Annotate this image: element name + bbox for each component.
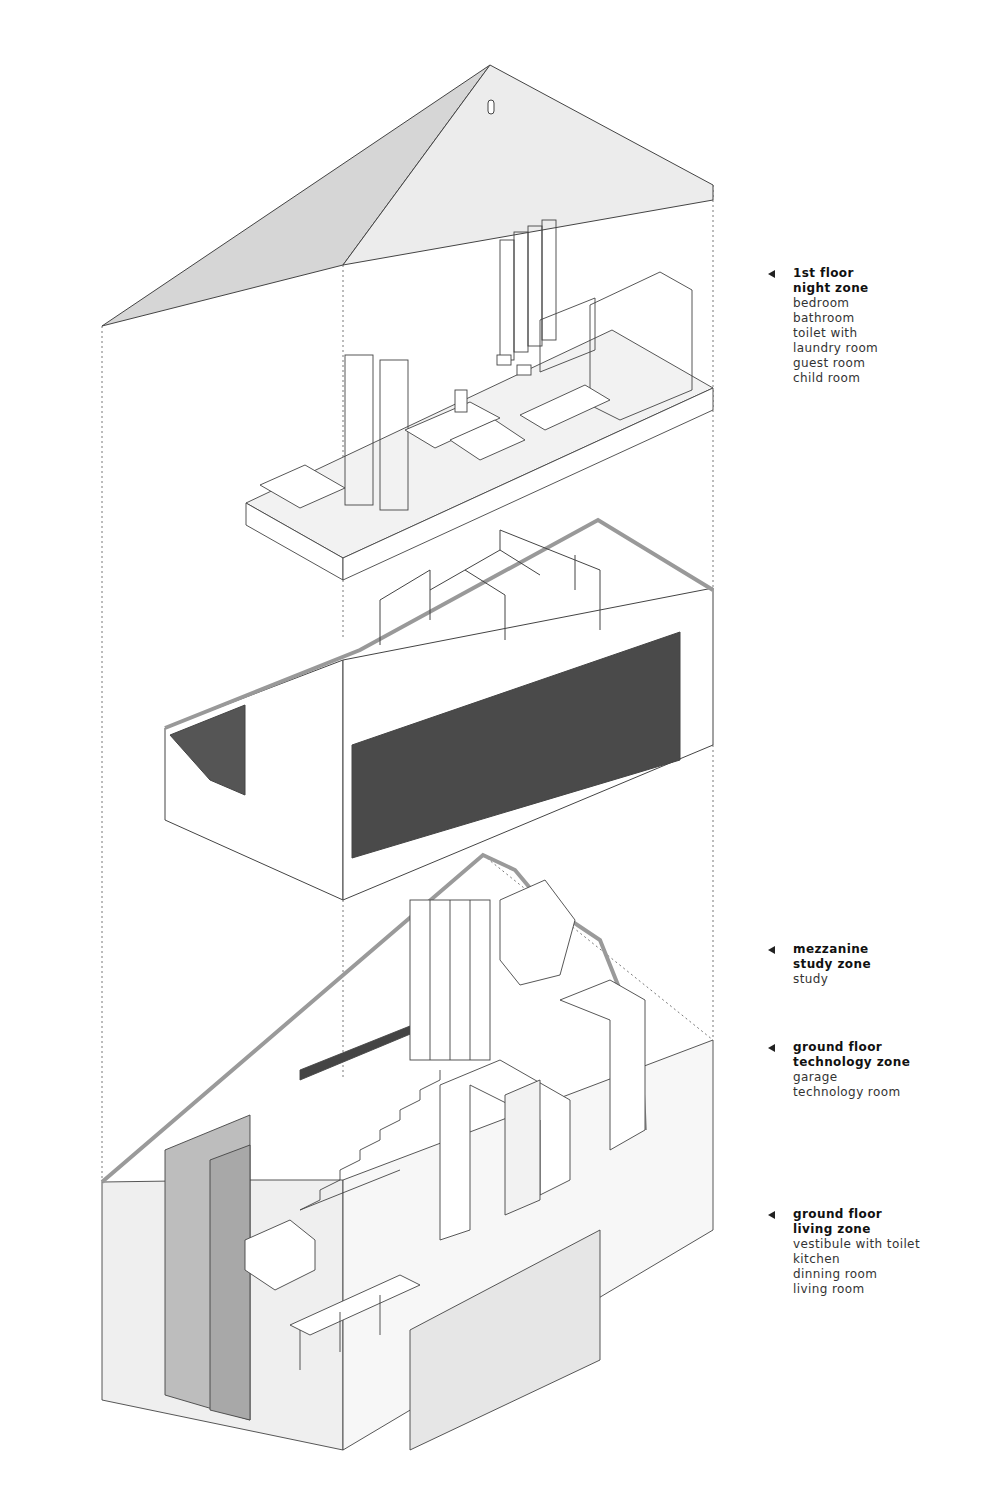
room-label: living room bbox=[793, 1282, 865, 1297]
zone-heading: night zone bbox=[793, 281, 869, 296]
zone-heading: living zone bbox=[793, 1222, 871, 1237]
mezzanine-shell bbox=[165, 520, 713, 900]
roof bbox=[102, 65, 713, 326]
ground-floor bbox=[102, 855, 713, 1450]
room-label: dinning room bbox=[793, 1267, 877, 1282]
pointer-triangles bbox=[768, 270, 775, 1219]
zone-heading: study zone bbox=[793, 957, 871, 972]
room-label: technology room bbox=[793, 1085, 901, 1100]
first-floor bbox=[246, 220, 713, 580]
room-label: child room bbox=[793, 371, 860, 386]
room-label: kitchen bbox=[793, 1252, 840, 1267]
room-label: study bbox=[793, 972, 828, 987]
room-label: bathroom bbox=[793, 311, 855, 326]
room-label: vestibule with toilet bbox=[793, 1237, 920, 1252]
room-label: toilet with bbox=[793, 326, 857, 341]
room-label: laundry room bbox=[793, 341, 878, 356]
zone-heading: ground floor bbox=[793, 1207, 882, 1222]
zone-heading: technology zone bbox=[793, 1055, 910, 1070]
projection-lines bbox=[102, 185, 713, 1182]
zone-heading: ground floor bbox=[793, 1040, 882, 1055]
zone-heading: mezzanine bbox=[793, 942, 869, 957]
room-label: garage bbox=[793, 1070, 838, 1085]
room-label: guest room bbox=[793, 356, 865, 371]
zone-heading: 1st floor bbox=[793, 266, 854, 281]
room-label: bedroom bbox=[793, 296, 849, 311]
